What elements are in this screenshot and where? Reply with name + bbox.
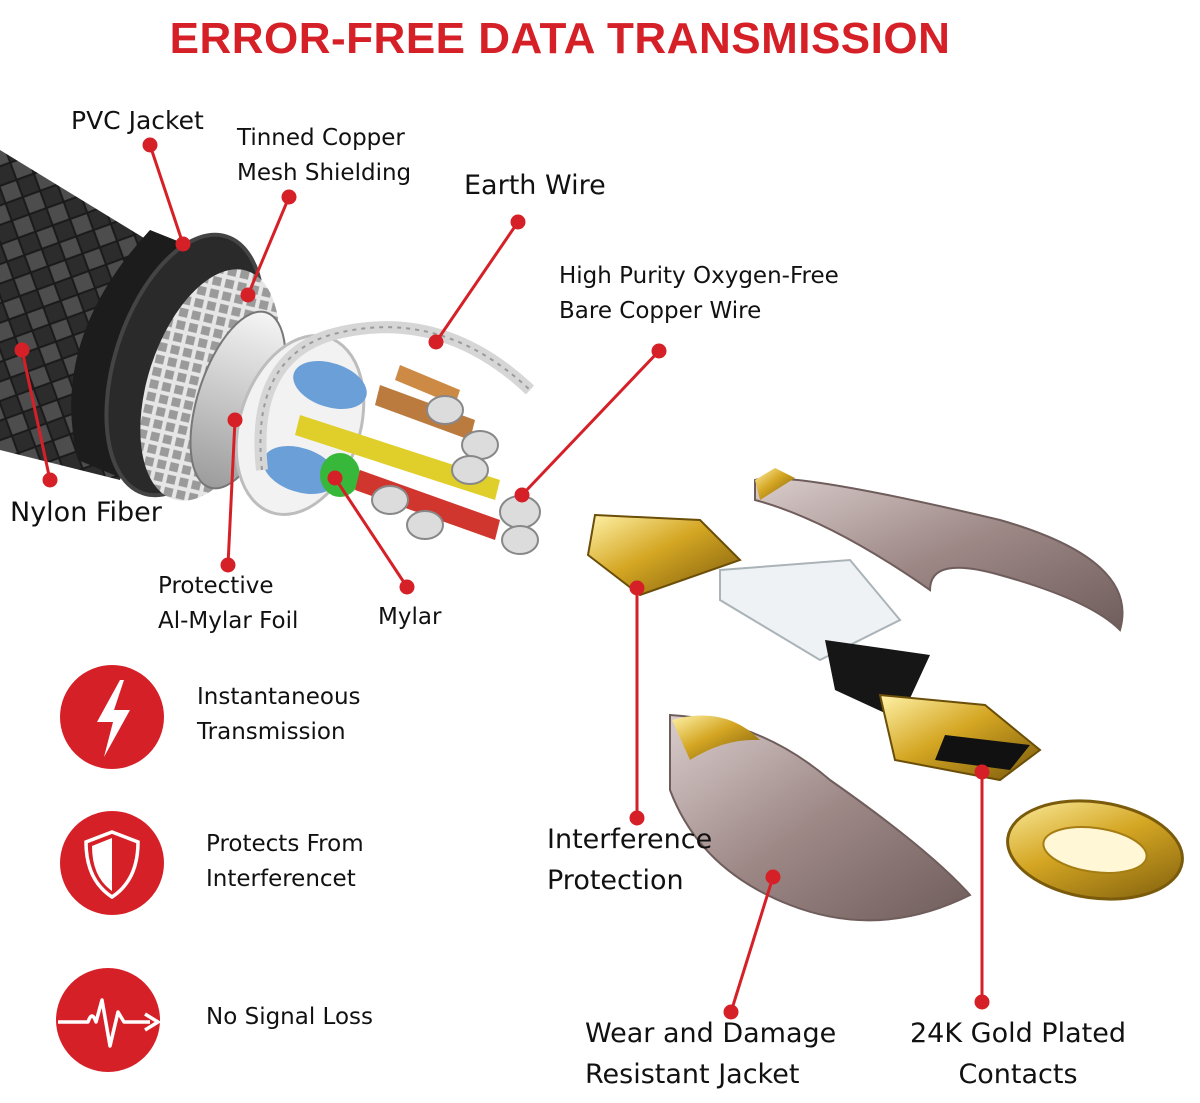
inner-cores	[263, 361, 500, 540]
label-mylar: Mylar	[378, 604, 442, 630]
label-line-1: High Purity Oxygen-Free	[559, 263, 839, 289]
label-pvc-jacket: PVC Jacket	[71, 106, 204, 135]
metal-cage	[586, 513, 742, 597]
hdmi-port-face	[935, 735, 1030, 770]
bare-copper-strands	[371, 395, 541, 555]
feature-line-2: Interferencet	[206, 866, 356, 892]
connector-parts	[586, 468, 1184, 922]
clear-housing	[719, 558, 902, 662]
label-line-1: Interference	[547, 824, 713, 855]
shield-icon	[60, 811, 164, 915]
page-title: ERROR-FREE DATA TRANSMISSION	[169, 14, 951, 63]
top-shell-half	[754, 477, 1124, 632]
leader-lines	[14, 137, 990, 1020]
feature-protects-from-interference: Protects From Interferencet	[206, 827, 364, 897]
label-line-2: Protection	[547, 865, 684, 896]
label-line-1: 24K Gold Plated	[910, 1018, 1126, 1049]
lightning-icon	[60, 665, 164, 769]
feature-line-1: Protects From	[206, 831, 364, 857]
top-shell-gold-rim	[755, 468, 795, 500]
label-line-2: Mesh Shielding	[237, 160, 412, 186]
label-gold-contacts: 24K Gold Plated Contacts	[903, 1013, 1133, 1095]
feature-instantaneous-transmission: Instantaneous Transmission	[197, 680, 361, 750]
label-line-1: Tinned Copper	[237, 125, 405, 151]
label-line-2: Contacts	[958, 1059, 1078, 1090]
label-line-1: Wear and Damage	[585, 1018, 837, 1049]
label-line-1: Protective	[158, 573, 274, 599]
feature-no-signal-loss: No Signal Loss	[206, 1004, 373, 1030]
label-interference-protection: Interference Protection	[547, 819, 712, 901]
bottom-shell-gold-rim	[672, 715, 760, 760]
label-high-purity-copper: High Purity Oxygen-Free Bare Copper Wire	[559, 259, 839, 329]
label-al-mylar-foil: Protective Al-Mylar Foil	[158, 569, 298, 639]
signal-wave-icon	[56, 968, 162, 1072]
label-wear-resistant-jacket: Wear and Damage Resistant Jacket	[585, 1013, 836, 1095]
bottom-shell-half	[669, 713, 972, 922]
label-line-2: Bare Copper Wire	[559, 298, 762, 324]
label-line-2: Al-Mylar Foil	[158, 608, 299, 634]
label-earth-wire: Earth Wire	[464, 170, 606, 201]
label-tinned-copper: Tinned Copper Mesh Shielding	[237, 121, 411, 191]
label-line-2: Resistant Jacket	[585, 1059, 800, 1090]
cable	[0, 150, 541, 555]
feature-line-1: Instantaneous	[197, 684, 361, 710]
feature-line-2: Transmission	[197, 719, 346, 745]
label-nylon-fiber: Nylon Fiber	[10, 497, 162, 528]
